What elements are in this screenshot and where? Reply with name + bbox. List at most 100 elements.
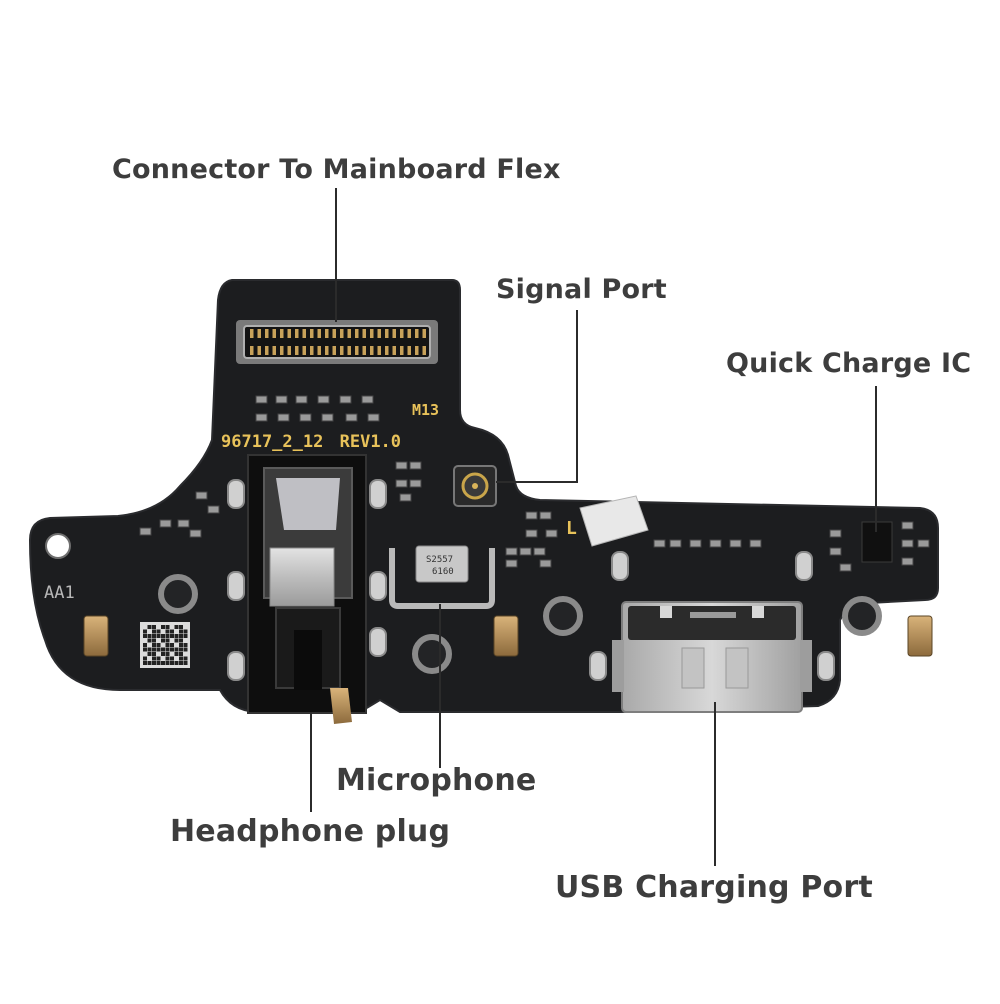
smd-component (395, 479, 408, 488)
connector-pin (415, 346, 419, 355)
qr-cell (174, 625, 179, 629)
smd-component (409, 461, 422, 470)
smd-component (159, 519, 172, 528)
connector-pin (362, 346, 366, 355)
smd-component (277, 413, 290, 422)
connector-pin (392, 329, 396, 338)
qr-cell (183, 647, 188, 652)
qr-cell (161, 661, 165, 665)
smd-component (367, 413, 380, 422)
qr-cell (152, 638, 156, 643)
connector-pin (407, 346, 411, 355)
smd-component (519, 547, 532, 556)
data-matrix-code (140, 622, 190, 668)
qr-cell (179, 638, 183, 643)
qr-cell (161, 634, 165, 638)
qr-cell (170, 647, 174, 652)
smd-component (709, 539, 722, 548)
silkscreen-m13: M13 (412, 401, 439, 419)
label-headphone-plug: Headphone plug (170, 814, 451, 849)
qr-cell (165, 643, 170, 647)
qr-cell (179, 643, 183, 647)
qr-cell (165, 625, 170, 629)
qr-cell (147, 634, 152, 638)
qr-cell (179, 652, 183, 656)
qr-cell (174, 634, 179, 638)
connector-pin (302, 346, 306, 355)
connector-pin (422, 329, 426, 338)
connector-pin (340, 329, 344, 338)
qr-cell (179, 656, 183, 661)
connector-pin (257, 329, 261, 338)
smd-component (299, 413, 312, 422)
smd-component (829, 529, 842, 538)
solder-pad (227, 479, 245, 509)
connector-pin (355, 329, 359, 338)
smd-component (409, 479, 422, 488)
via-ring (842, 596, 882, 636)
smd-component (295, 395, 308, 404)
connector-pins (250, 329, 426, 355)
smd-component (275, 395, 288, 404)
smd-component (399, 493, 412, 502)
silkscreen-model-number: 96717_2_12 (221, 432, 323, 452)
microphone-module: S2557 6160 (389, 545, 495, 609)
smd-component (653, 539, 666, 548)
connector-pin (332, 329, 336, 338)
connector-pin (377, 346, 381, 355)
via-ring (543, 596, 583, 636)
qr-cell (143, 661, 147, 665)
smd-component (505, 559, 518, 568)
silkscreen-aa1: AA1 (44, 583, 75, 603)
solder-pad (227, 651, 245, 681)
smd-component (901, 557, 914, 566)
smd-component (317, 395, 330, 404)
connector-pin (257, 346, 261, 355)
qr-cell (165, 638, 170, 643)
silkscreen-model: 96717_2_12 REV1.0 (221, 432, 401, 452)
leader-line-signal (496, 310, 578, 483)
qr-cell (183, 634, 188, 638)
qr-cell (143, 656, 147, 661)
qr-cell (156, 643, 161, 647)
connector-pin (295, 346, 299, 355)
qr-cell (156, 661, 161, 665)
connector-pin (302, 329, 306, 338)
connector-pin (392, 346, 396, 355)
connector-pin (317, 346, 321, 355)
smd-component (255, 413, 268, 422)
solder-pad (795, 551, 813, 581)
qr-cell (165, 634, 170, 638)
connector-pin (415, 329, 419, 338)
qr-cell (174, 647, 179, 652)
connector-pin (280, 346, 284, 355)
smd-component (361, 395, 374, 404)
smd-component (505, 547, 518, 556)
qr-cell (161, 647, 165, 652)
connector-pin (385, 329, 389, 338)
qr-cell (156, 629, 161, 634)
label-signal-port: Signal Port (496, 274, 667, 305)
label-usb-charging-port: USB Charging Port (555, 870, 873, 905)
qr-cell (170, 643, 174, 647)
connector-pin (310, 329, 314, 338)
qr-cell (147, 647, 152, 652)
connector-pin (272, 329, 276, 338)
solder-pad (369, 627, 387, 657)
connector-pin (407, 329, 411, 338)
smd-component (207, 505, 220, 514)
label-connector-to-mainboard-flex: Connector To Mainboard Flex (112, 154, 561, 185)
qr-cell (179, 647, 183, 652)
qr-cell (161, 625, 165, 629)
connector-pin (287, 346, 291, 355)
connector-pin (325, 329, 329, 338)
qr-cell (174, 638, 179, 643)
spring-contact (493, 615, 519, 657)
mount-hole-left (45, 533, 71, 559)
qr-cell (179, 634, 183, 638)
qr-cell (143, 643, 147, 647)
rf-signal-port (453, 465, 497, 507)
spring-contact (83, 615, 109, 657)
smd-component (255, 395, 268, 404)
